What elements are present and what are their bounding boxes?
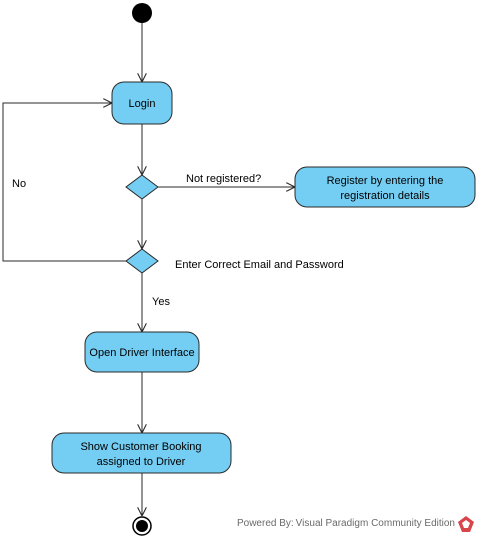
- login-action: Login: [111, 81, 173, 125]
- register-action: Register by entering the registration de…: [294, 166, 476, 208]
- initial-node: [132, 3, 152, 23]
- show-booking-action: Show Customer Booking assigned to Driver: [51, 432, 232, 474]
- final-node: [132, 516, 152, 536]
- yes-guard: Yes: [152, 296, 170, 308]
- powered-by-text: Powered By: Visual Paradigm Community Ed…: [237, 518, 455, 529]
- credentials-label: Enter Correct Email and Password: [175, 259, 344, 271]
- show-booking-label-line-2: assigned to Driver: [97, 456, 186, 468]
- no-guard: No: [12, 178, 26, 190]
- register-label-line-1: Register by entering the: [327, 175, 444, 187]
- driver-interface-action: Open Driver Interface: [84, 331, 200, 373]
- registration-decision-node: [125, 174, 159, 200]
- register-label-line-2: registration details: [340, 190, 430, 202]
- visual-paradigm-logo-icon: [458, 516, 474, 532]
- edge-no-back-to-login: [2, 103, 126, 262]
- credentials-decision-node: [125, 248, 159, 274]
- login-label: Login: [129, 98, 156, 110]
- driver-interface-label: Open Driver Interface: [89, 347, 194, 359]
- not-registered-guard: Not registered?: [186, 173, 261, 185]
- show-booking-label-line-1: Show Customer Booking: [80, 441, 201, 453]
